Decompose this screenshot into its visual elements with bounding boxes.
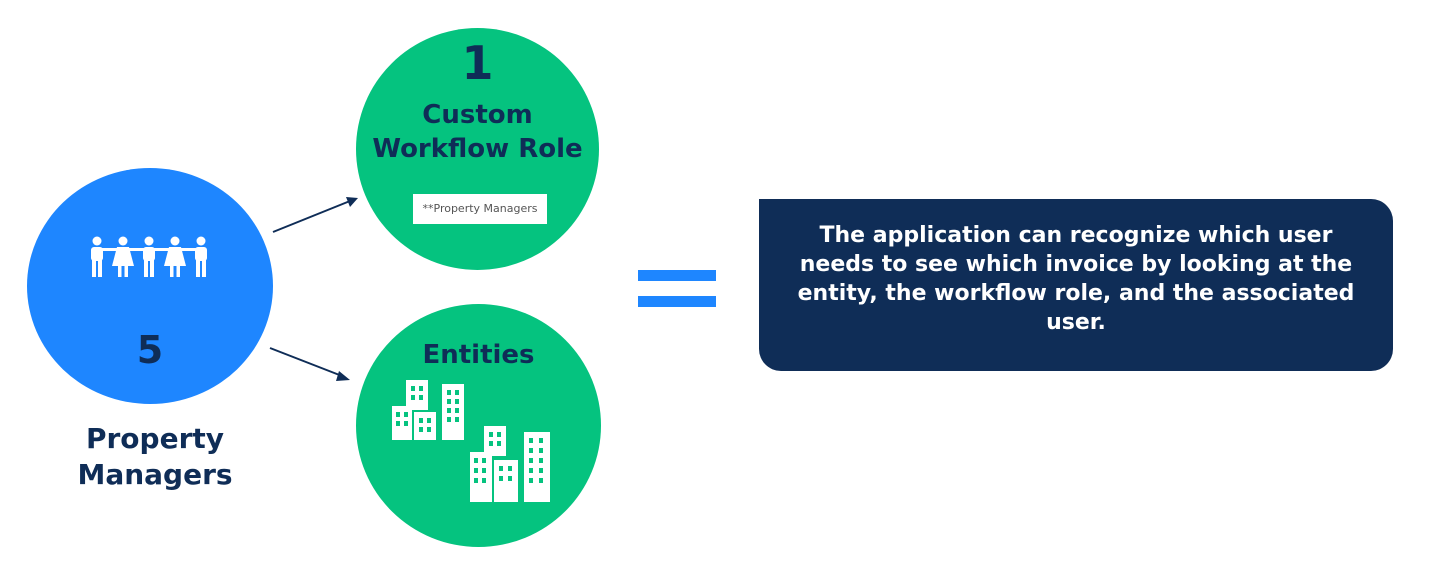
people-group-icon [91, 236, 207, 277]
property-managers-circle: 5 [27, 168, 273, 404]
info-callout: The application can recognize which user… [759, 199, 1393, 371]
buildings-icon [392, 380, 550, 502]
entities-circle: Entities [356, 304, 601, 547]
equals-sign [638, 270, 716, 308]
workflow-role-circle: 1 Custom Workflow Role **Property Manage… [356, 28, 599, 270]
arrow-to-entities [269, 347, 350, 381]
connector-arrows [269, 197, 358, 381]
property-managers-label: Property Managers [77, 422, 233, 491]
arrow-to-workflow-role [272, 197, 358, 233]
property-managers-count: 5 [136, 328, 164, 372]
workflow-role-chip: **Property Managers [413, 194, 547, 224]
workflow-role-title: Custom Workflow Role [372, 100, 583, 164]
workflow-role-count: 1 [461, 36, 494, 90]
entities-title: Entities [422, 340, 535, 370]
